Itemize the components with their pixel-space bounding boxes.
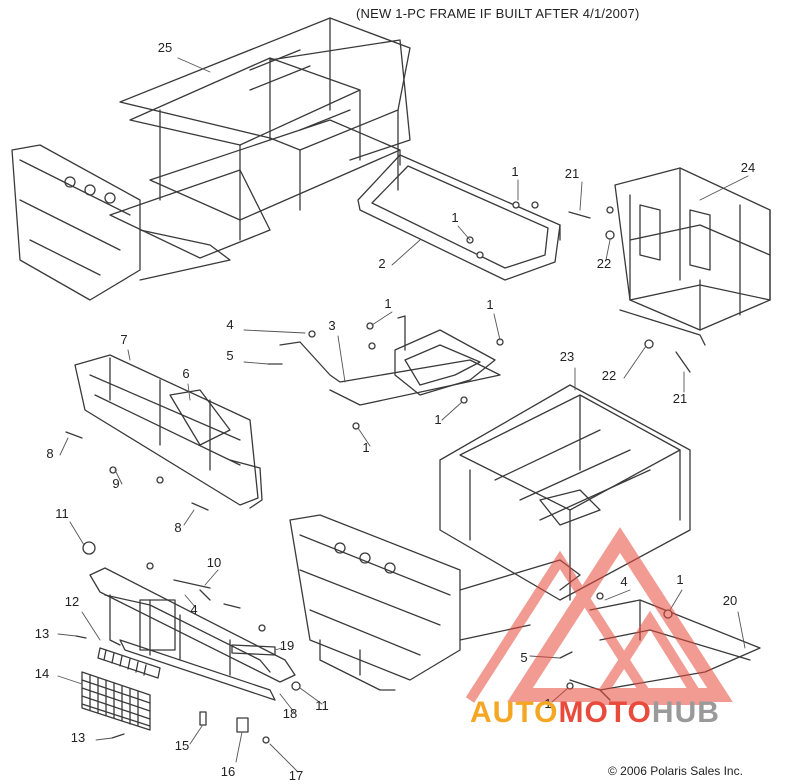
frame-note: (NEW 1-PC FRAME IF BUILT AFTER 4/1/2007) [356, 6, 640, 21]
leader-lines [57, 57, 749, 773]
callout-5: 5 [226, 348, 233, 363]
callout-6: 6 [182, 366, 189, 381]
callout-1: 1 [676, 572, 683, 587]
callout-1: 1 [544, 696, 551, 711]
callout-1: 1 [434, 412, 441, 427]
callout-1: 1 [511, 164, 518, 179]
callout-22: 22 [602, 368, 616, 383]
watermark-text: AUTOMOTOHUB [470, 696, 720, 730]
callout-2: 2 [378, 256, 385, 271]
callout-4: 4 [190, 602, 197, 617]
callout-24: 24 [741, 160, 755, 175]
callout-11: 11 [315, 698, 329, 713]
callout-16: 16 [221, 764, 235, 779]
seat-support-brace [279, 315, 501, 406]
main-frame-upper [11, 17, 411, 301]
mesh-screen [81, 671, 151, 731]
callout-1: 1 [384, 296, 391, 311]
callout-3: 3 [328, 318, 335, 333]
callout-8: 8 [174, 520, 181, 535]
callout-10: 10 [207, 555, 221, 570]
callout-13: 13 [35, 626, 49, 641]
callout-4: 4 [620, 574, 627, 589]
callout-15: 15 [175, 738, 189, 753]
callout-18: 18 [283, 706, 297, 721]
callout-8: 8 [46, 446, 53, 461]
callout-1: 1 [451, 210, 458, 225]
watermark-part-1: AUTO [470, 696, 559, 729]
callout-1: 1 [362, 440, 369, 455]
rear-frame-section [614, 167, 771, 346]
callout-22: 22 [597, 256, 611, 271]
callout-21: 21 [565, 166, 579, 181]
callout-11: 11 [55, 506, 69, 521]
watermark-logo [465, 527, 733, 705]
front-bulkhead [74, 354, 263, 509]
grille-strip [97, 647, 161, 679]
copyright: © 2006 Polaris Sales Inc. [608, 764, 743, 778]
callout-4: 4 [226, 317, 233, 332]
callout-17: 17 [289, 768, 303, 783]
callout-7: 7 [120, 332, 127, 347]
callout-1: 1 [486, 297, 493, 312]
bumper-plate [231, 644, 276, 656]
callout-14: 14 [35, 666, 49, 681]
callout-9: 9 [112, 476, 119, 491]
callout-12: 12 [65, 594, 79, 609]
callout-21: 21 [673, 391, 687, 406]
callout-25: 25 [158, 40, 172, 55]
skid-plate-frame [357, 149, 561, 281]
callout-19: 19 [280, 638, 294, 653]
watermark-part-2: MOTO [558, 696, 652, 729]
callout-5: 5 [520, 650, 527, 665]
watermark-part-3: HUB [651, 696, 720, 729]
front-bumper [89, 567, 296, 701]
callout-13: 13 [71, 730, 85, 745]
callout-20: 20 [723, 593, 737, 608]
callout-23: 23 [560, 349, 574, 364]
